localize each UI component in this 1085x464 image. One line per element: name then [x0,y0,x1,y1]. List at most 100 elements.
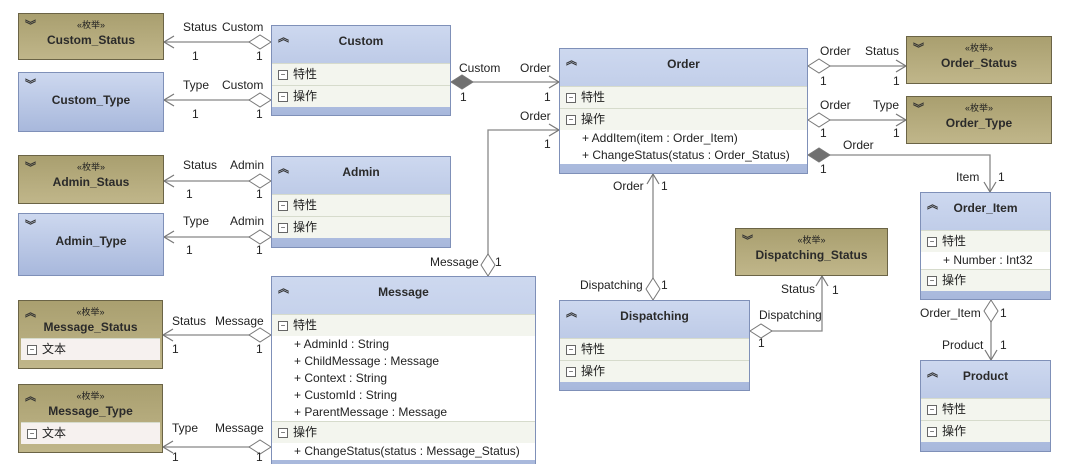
open-arrowhead-icon [161,328,174,342]
collapse-chevron-icon[interactable]: ︽ [927,199,938,211]
expand-chevron-icon[interactable]: ︾ [913,43,924,55]
class-box-admin[interactable]: ︽Admin−特性−操作 [271,156,451,248]
member-item[interactable]: + ChildMessage : Message [272,353,535,370]
class-box-order[interactable]: ︽Order−特性−操作+ AddItem(item : Order_Item)… [559,48,808,174]
compartment-toggle[interactable]: −特性 [560,339,749,360]
collapse-minus-icon[interactable]: − [278,223,288,233]
member-item[interactable]: + ParentMessage : Message [272,404,535,421]
class-header[interactable]: ︽Product [921,361,1050,398]
class-header[interactable]: ︾Custom_Type [19,73,163,131]
compartment-toggle[interactable]: −特性 [921,231,1050,252]
expand-chevron-icon[interactable]: ︾ [25,162,36,174]
collapse-minus-icon[interactable]: − [927,237,937,247]
class-header[interactable]: ︽Order [560,49,807,86]
class-header[interactable]: ︽Message [272,277,535,314]
class-box-custom[interactable]: ︽Custom−特性−操作 [271,25,451,116]
class-box-custom-type[interactable]: ︾Custom_Type [18,72,164,132]
expand-chevron-icon[interactable]: ︾ [742,235,753,247]
expand-chevron-icon[interactable]: ︾ [25,20,36,32]
expand-chevron-icon[interactable]: ︾ [913,103,924,115]
association-line-message-to-order[interactable] [487,129,559,276]
class-box-order-status[interactable]: ︾«枚举»Order_Status [906,36,1052,84]
class-box-message-status[interactable]: ︽«枚举»Message_Status−文本 [18,300,163,369]
association-line-order-to-order-item[interactable] [808,154,991,192]
collapse-chevron-icon[interactable]: ︽ [278,163,289,175]
collapse-minus-icon[interactable]: − [278,92,288,102]
class-header[interactable]: ︾Admin_Type [19,214,163,275]
compartment-toggle[interactable]: −文本 [21,423,160,444]
class-box-order-item[interactable]: ︽Order_Item−特性+ Number : Int32−操作 [920,192,1051,300]
class-box-message[interactable]: ︽Message−特性+ AdminId : String+ ChildMess… [271,276,536,464]
compartment-toggle[interactable]: −操作 [272,217,450,238]
class-header[interactable]: ︾«枚举»Admin_Staus [19,156,163,203]
connector-role-label: Status [183,20,218,34]
member-item[interactable]: + Context : String [272,370,535,387]
compartment-toggle[interactable]: −操作 [272,422,535,443]
collapse-minus-icon[interactable]: − [927,427,937,437]
collapse-minus-icon[interactable]: − [566,115,576,125]
expand-chevron-icon[interactable]: ︾ [25,79,36,91]
expand-chevron-icon[interactable]: ︾ [25,220,36,232]
collapse-minus-icon[interactable]: − [27,345,37,355]
compartment-toggle[interactable]: −操作 [921,421,1050,442]
class-header[interactable]: ︽Admin [272,157,450,194]
connector-role-label: 1 [893,126,900,140]
collapse-minus-icon[interactable]: − [566,367,576,377]
class-header[interactable]: ︾«枚举»Order_Status [907,37,1051,83]
compartment-toggle[interactable]: −特性 [272,315,535,336]
class-box-dispatching[interactable]: ︽Dispatching−特性−操作 [559,300,750,391]
collapse-minus-icon[interactable]: − [27,429,37,439]
class-header[interactable]: ︽Dispatching [560,301,749,338]
compartment-toggle[interactable]: −特性 [921,399,1050,420]
connector-role-label: Type [873,98,900,112]
compartment-toggle[interactable]: −文本 [21,339,160,360]
collapse-minus-icon[interactable]: − [566,93,576,103]
collapse-minus-icon[interactable]: − [278,428,288,438]
member-item[interactable]: + ChangeStatus(status : Message_Status) [272,443,535,460]
aggregation-diamond-icon [248,34,272,50]
collapse-chevron-icon[interactable]: ︽ [25,307,36,319]
class-header[interactable]: ︽Order_Item [921,193,1050,230]
class-box-dispatching-status[interactable]: ︾«枚举»Dispatching_Status [735,228,888,276]
compartment-title: 特性 [293,318,318,332]
member-item[interactable]: + CustomId : String [272,387,535,404]
compartment-toggle[interactable]: −操作 [560,361,749,382]
class-header[interactable]: ︽Custom [272,26,450,63]
class-header[interactable]: ︾«枚举»Custom_Status [19,14,163,59]
class-box-custom-status[interactable]: ︾«枚举»Custom_Status [18,13,164,60]
compartment-toggle[interactable]: −操作 [921,270,1050,291]
open-arrowhead-icon [162,35,175,49]
collapse-minus-icon[interactable]: − [278,70,288,80]
collapse-minus-icon[interactable]: − [927,405,937,415]
class-box-message-type[interactable]: ︽«枚举»Message_Type−文本 [18,384,163,453]
compartment-toggle[interactable]: −特性 [560,87,807,108]
aggregation-diamond-icon [807,58,831,74]
collapse-minus-icon[interactable]: − [927,276,937,286]
collapse-chevron-icon[interactable]: ︽ [278,283,289,295]
collapse-chevron-icon[interactable]: ︽ [278,32,289,44]
class-header[interactable]: ︽«枚举»Message_Type [19,385,162,422]
compartment-toggle[interactable]: −特性 [272,64,450,85]
collapse-chevron-icon[interactable]: ︽ [566,307,577,319]
collapse-chevron-icon[interactable]: ︽ [25,391,36,403]
class-box-admin-staus[interactable]: ︾«枚举»Admin_Staus [18,155,164,204]
class-box-order-type[interactable]: ︾«枚举»Order_Type [906,96,1052,144]
class-box-admin-type[interactable]: ︾Admin_Type [18,213,164,276]
collapse-chevron-icon[interactable]: ︽ [566,55,577,67]
class-box-product[interactable]: ︽Product−特性−操作 [920,360,1051,452]
member-item[interactable]: + Number : Int32 [921,252,1050,269]
compartment-toggle[interactable]: −特性 [272,195,450,216]
collapse-minus-icon[interactable]: − [278,321,288,331]
collapse-minus-icon[interactable]: − [566,345,576,355]
compartment-toggle[interactable]: −操作 [272,86,450,107]
collapse-chevron-icon[interactable]: ︽ [927,367,938,379]
class-header[interactable]: ︾«枚举»Order_Type [907,97,1051,143]
class-header[interactable]: ︾«枚举»Dispatching_Status [736,229,887,275]
member-item[interactable]: + ChangeStatus(status : Order_Status) [560,147,807,164]
association-line-dispatching-to-dispatching-status[interactable] [750,276,823,332]
class-header[interactable]: ︽«枚举»Message_Status [19,301,162,338]
collapse-minus-icon[interactable]: − [278,201,288,211]
compartment-toggle[interactable]: −操作 [560,109,807,130]
member-item[interactable]: + AddItem(item : Order_Item) [560,130,807,147]
member-item[interactable]: + AdminId : String [272,336,535,353]
